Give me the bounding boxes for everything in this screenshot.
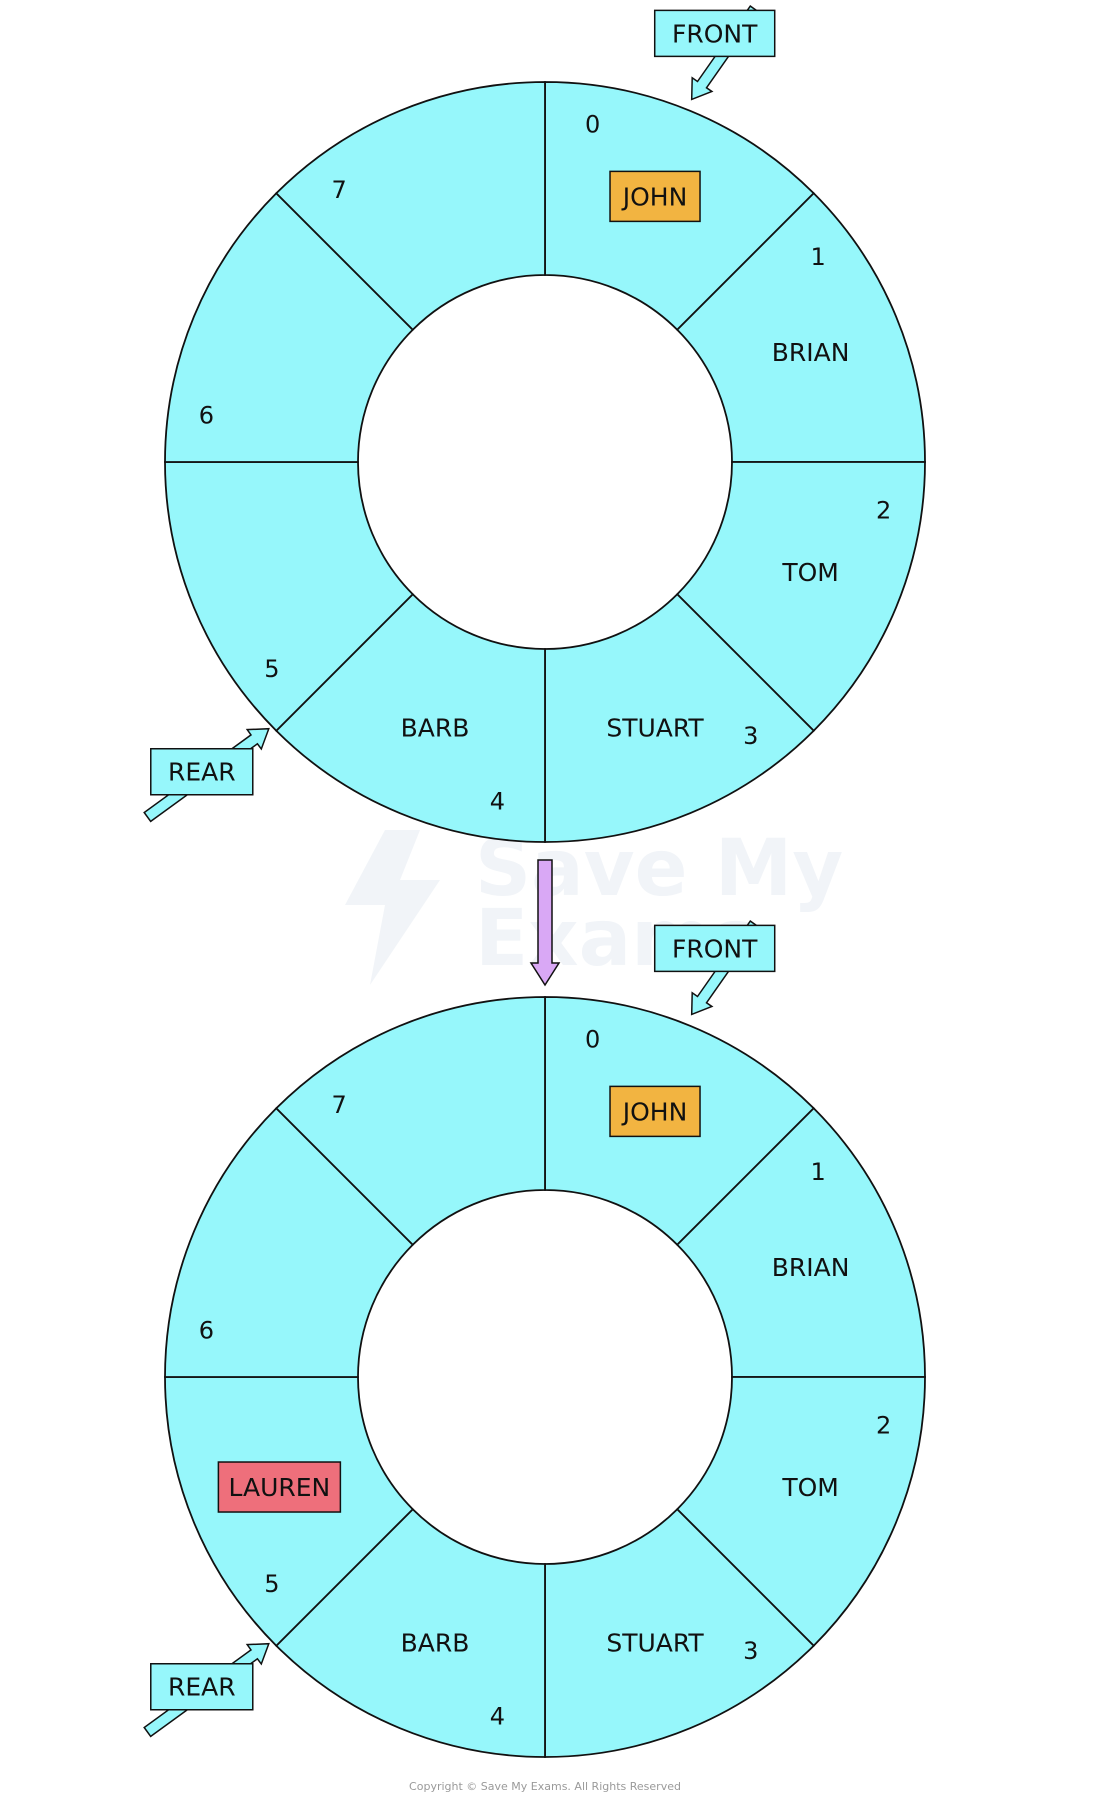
slot-value-3: STUART <box>606 1629 704 1658</box>
queue-slot-4 <box>275 1507 546 1758</box>
slot-index-5: 5 <box>264 1570 279 1598</box>
transition-arrow <box>529 859 561 987</box>
slot-value-0-box <box>609 170 701 223</box>
rear-label: REAR <box>150 1662 254 1711</box>
slot-index-4: 4 <box>490 788 505 816</box>
slot-value-5-text: LAUREN <box>228 1473 330 1502</box>
slot-index-2: 2 <box>876 1412 891 1440</box>
front-label: FRONT <box>653 9 776 58</box>
slot-value-0-box <box>609 1085 701 1138</box>
slot-index-4: 4 <box>490 1703 505 1731</box>
queue-slot-7 <box>275 81 546 332</box>
slot-value-1: BRIAN <box>772 1253 850 1282</box>
slot-value-2: TOM <box>781 558 839 587</box>
queue-slot-5 <box>164 461 415 732</box>
slot-index-5: 5 <box>264 655 279 683</box>
slot-value-3: STUART <box>606 714 704 743</box>
front-label-text: FRONT <box>672 934 758 963</box>
slot-value-0: JOHN <box>609 1085 701 1138</box>
slot-index-2: 2 <box>876 497 891 525</box>
slot-index-7: 7 <box>332 1091 347 1119</box>
copyright-notice: Copyright © Save My Exams. All Rights Re… <box>409 1780 681 1793</box>
slot-index-3: 3 <box>743 722 758 750</box>
slot-value-4: BARB <box>401 714 470 743</box>
queue-slot-6 <box>164 192 415 463</box>
rear-label-box <box>150 1662 254 1711</box>
queue-slot-2 <box>675 1376 926 1647</box>
rear-label-text: REAR <box>168 758 236 787</box>
slot-index-1: 1 <box>810 1158 825 1186</box>
slot-value-0-text: JOHN <box>621 1097 688 1126</box>
slot-value-1: BRIAN <box>772 338 850 367</box>
queue-slot-1 <box>675 1107 926 1378</box>
queue-slot-1 <box>675 192 926 463</box>
queue-slot-7 <box>275 996 546 1247</box>
queue-slot-2 <box>675 461 926 732</box>
slot-value-5-box <box>217 1461 342 1513</box>
rear-label-text: REAR <box>168 1673 236 1702</box>
slot-value-4: BARB <box>401 1629 470 1658</box>
slot-value-5: LAUREN <box>217 1461 342 1513</box>
slot-index-0: 0 <box>585 1025 600 1053</box>
front-label-box <box>653 9 776 58</box>
slot-index-0: 0 <box>585 110 600 138</box>
front-label-box <box>653 924 776 973</box>
front-label: FRONT <box>653 924 776 973</box>
slot-index-3: 3 <box>743 1637 758 1665</box>
front-label-text: FRONT <box>672 19 758 48</box>
slot-value-0-text: JOHN <box>621 182 688 211</box>
slot-value-0: JOHN <box>609 170 701 223</box>
rear-label-box <box>150 747 254 796</box>
slot-index-7: 7 <box>332 176 347 204</box>
slot-index-6: 6 <box>199 1316 214 1344</box>
queue-slot-4 <box>275 592 546 843</box>
slot-index-6: 6 <box>199 401 214 429</box>
slot-index-1: 1 <box>810 243 825 271</box>
queue-slot-3 <box>544 1507 815 1758</box>
queue-slot-3 <box>544 592 815 843</box>
slot-value-2: TOM <box>781 1473 839 1502</box>
queue-slot-6 <box>164 1107 415 1378</box>
rear-label: REAR <box>150 747 254 796</box>
